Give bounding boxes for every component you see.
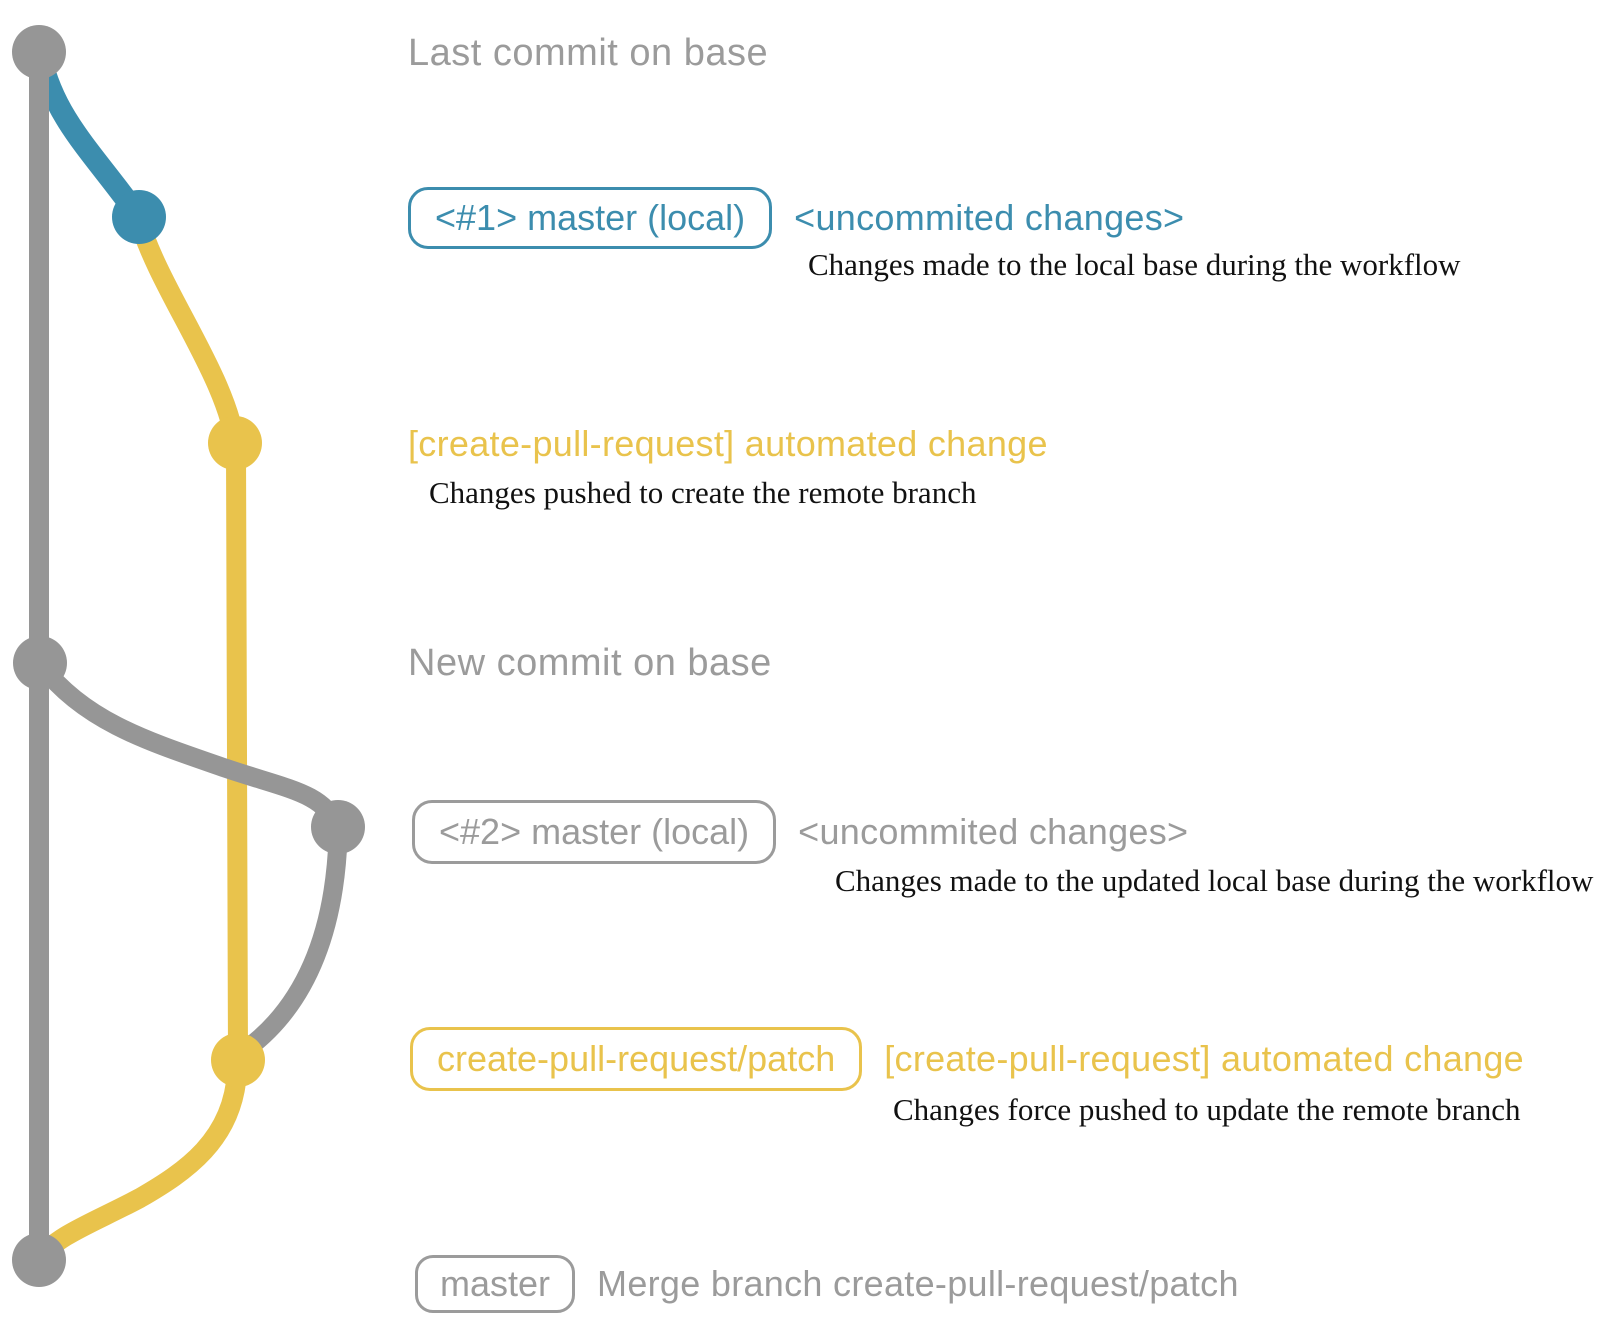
commit-node-new-commit bbox=[13, 636, 67, 690]
row-merge: master Merge branch create-pull-request/… bbox=[415, 1255, 1239, 1313]
branch-badge-master-local-1: <#1> master (local) bbox=[408, 187, 773, 249]
note-merge-branch: Merge branch create-pull-request/patch bbox=[597, 1263, 1239, 1304]
branch-badge-master: master bbox=[415, 1255, 576, 1313]
note-uncommitted-changes-1: <uncommited changes> bbox=[794, 197, 1185, 238]
commit-node-patch-1 bbox=[208, 416, 262, 470]
desc-force-push-remote-branch: Changes force pushed to update the remot… bbox=[893, 1092, 1521, 1127]
note-automated-change-2: [create-pull-request] automated change bbox=[884, 1038, 1525, 1079]
note-uncommitted-changes-2: <uncommited changes> bbox=[798, 811, 1189, 852]
commit-node-last-commit bbox=[12, 25, 66, 79]
desc-local-changes-1: Changes made to the local base during th… bbox=[808, 247, 1461, 282]
note-automated-change-1: [create-pull-request] automated change bbox=[408, 423, 1048, 464]
desc-local-changes-2: Changes made to the updated local base d… bbox=[835, 863, 1594, 898]
label-new-commit-on-base: New commit on base bbox=[408, 642, 772, 684]
commit-node-patch-2 bbox=[211, 1033, 265, 1087]
branch-badge-master-local-2: <#2> master (local) bbox=[412, 800, 777, 864]
commit-graph bbox=[12, 25, 365, 1287]
commit-node-merge bbox=[12, 1233, 66, 1287]
branch-badge-create-pull-request-patch: create-pull-request/patch bbox=[410, 1027, 863, 1091]
row-local-master-2: <#2> master (local) <uncommited changes> bbox=[412, 800, 1188, 864]
merge-curve-yellow bbox=[31, 1062, 247, 1268]
patch-branch-line bbox=[129, 210, 248, 1070]
rebase-curve-gray-out bbox=[32, 656, 348, 837]
commit-node-local-2 bbox=[311, 800, 365, 854]
rebase-curve-gray-in bbox=[234, 828, 348, 1061]
commit-node-local-1 bbox=[112, 190, 166, 244]
row-local-master-1: <#1> master (local) <uncommited changes> bbox=[408, 187, 1184, 249]
row-patch-branch: create-pull-request/patch [create-pull-r… bbox=[410, 1027, 1524, 1091]
local-branch-curve-blue bbox=[30, 47, 150, 228]
label-last-commit-on-base: Last commit on base bbox=[408, 32, 769, 74]
desc-push-remote-branch: Changes pushed to create the remote bran… bbox=[429, 475, 977, 510]
